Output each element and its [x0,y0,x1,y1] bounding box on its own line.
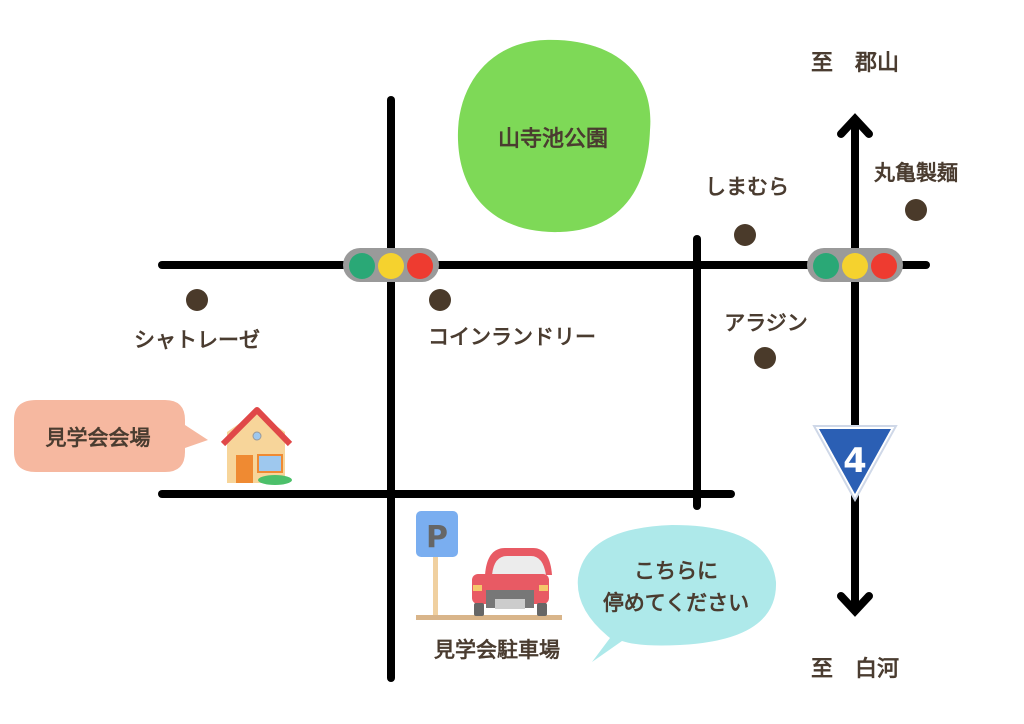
landmark-dot [429,289,451,311]
arrow-down-icon [837,592,873,617]
parking-bubble: こちらに 停めてください [577,525,777,662]
landmark-marugame: 丸亀製麺 [873,161,958,185]
landmark-dot [905,199,927,221]
landmark-chateraise: シャトレーゼ [134,328,260,352]
landmark-dot [754,347,776,369]
parking-label: 見学会駐車場 [434,638,560,662]
car-icon [472,548,552,616]
landmark-dot [734,224,756,246]
parking-sign-icon: P [416,511,562,620]
venue-label: 見学会会場 [46,426,151,450]
parking-bubble-line1: こちらに [634,559,718,583]
venue-bubble: 見学会会場 [14,400,208,472]
traffic-light-icon [343,248,439,282]
park-area [457,39,651,233]
route-number: 4 [843,441,867,481]
direction-south: 至 白河 [811,656,899,682]
house-icon [220,407,293,485]
park-label: 山寺池公園 [498,127,608,152]
parking-sign-letter: P [426,520,448,555]
direction-north: 至 郡山 [811,51,899,76]
landmark-shimamura: しまむら [705,175,789,199]
landmark-dot [186,289,208,311]
roads [158,96,930,682]
landmark-coin-laundry: コインランドリー [428,325,596,349]
route-sign-icon: 4 [812,425,898,503]
parking-bubble-line2: 停めてください [603,591,749,615]
arrow-up-icon [837,113,873,138]
traffic-light-icon [807,248,903,282]
landmark-aladdin: アラジン [724,311,808,335]
